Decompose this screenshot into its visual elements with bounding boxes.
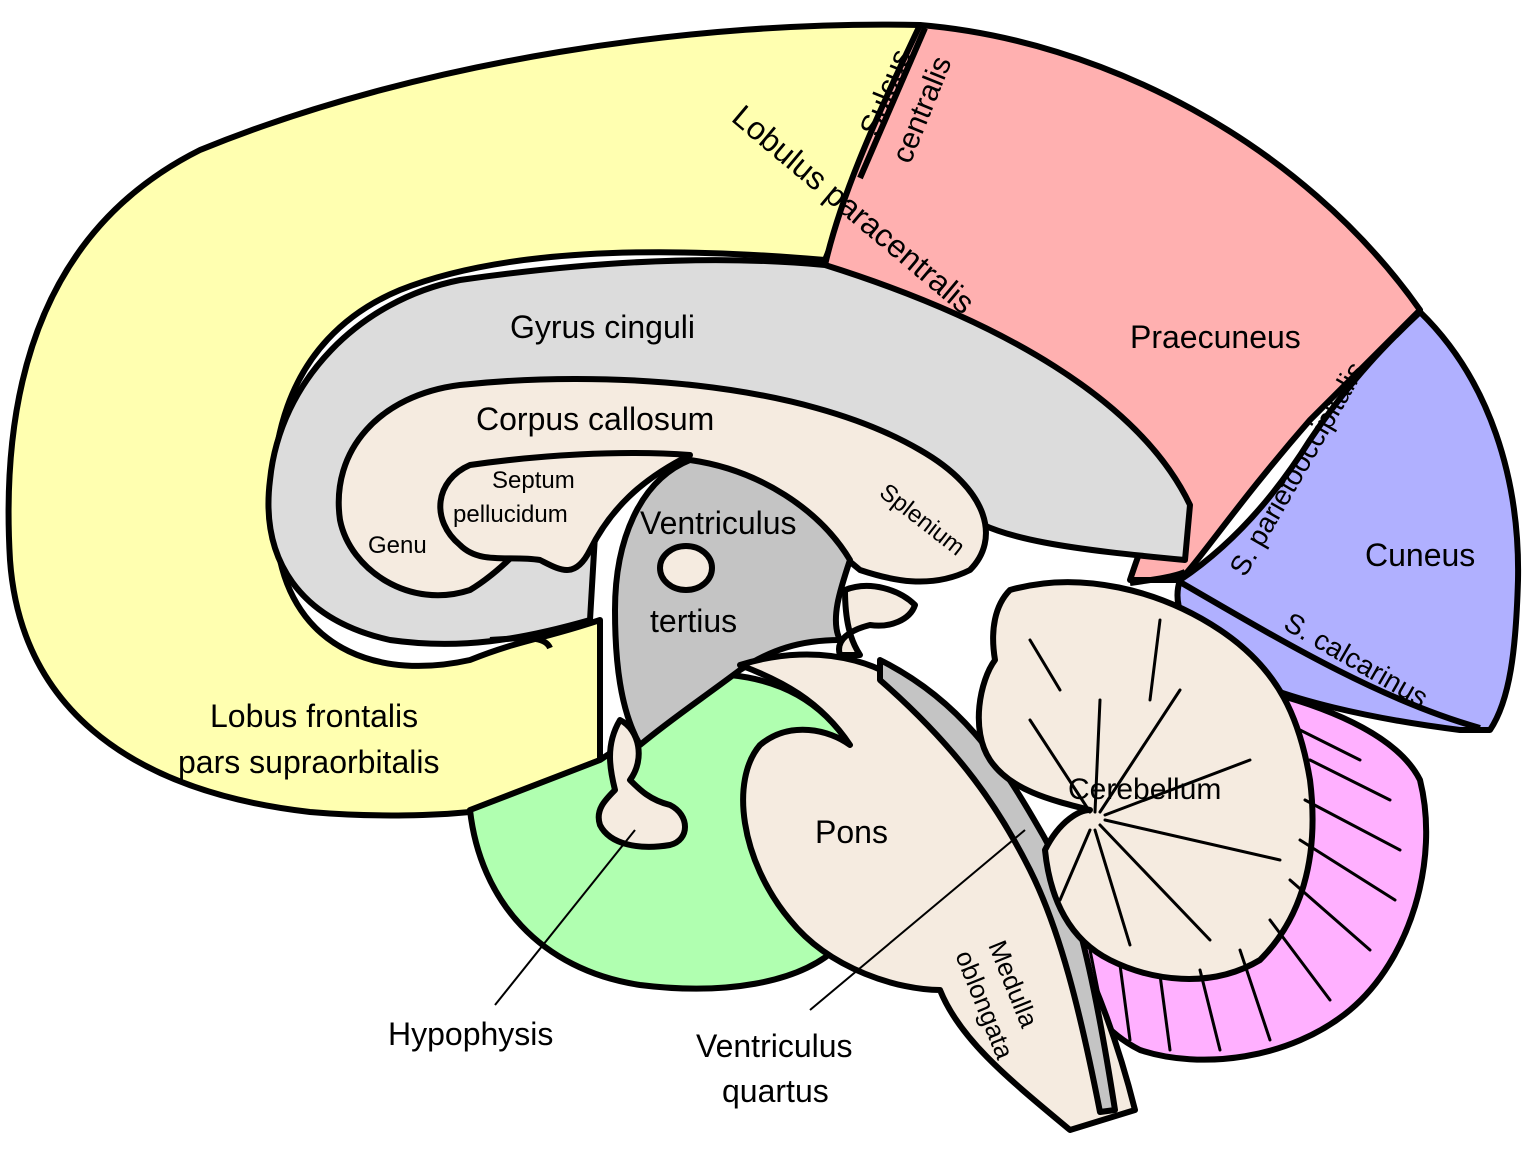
cerebellum-cortex-lines: [1088, 728, 1402, 1052]
region-lobus-frontalis: [5, 21, 923, 819]
cerebellum-folia: [1028, 618, 1282, 947]
label-ventriculus: Ventriculus: [640, 505, 797, 541]
label-pellucidum: pellucidum: [453, 501, 568, 528]
label-cerebellum: Cerebellum: [1068, 773, 1221, 806]
region-septum-pellucidum: [437, 450, 693, 573]
hypophysis-leader: [494, 829, 636, 1006]
region-hypophysis: [595, 717, 688, 850]
label-praecuneus: Praecuneus: [1130, 319, 1301, 355]
label-septum: Septum: [492, 467, 575, 494]
label-ventriculus-quartus-1: Ventriculus: [696, 1028, 853, 1064]
label-corpus-callosum: Corpus callosum: [476, 401, 714, 437]
adhesio-interthalamica: [657, 543, 715, 593]
label-genu: Genu: [368, 532, 427, 559]
sulcus-calcarinus-line: [1178, 579, 1481, 731]
sulcus-centralis-line: [857, 26, 928, 180]
region-ventriculus-tertius: [612, 457, 853, 748]
sulcus-cinguli-end: [1129, 569, 1187, 586]
label-cuneus: Cuneus: [1365, 537, 1475, 573]
label-pars-supraorbitalis: pars supraorbitalis: [178, 744, 439, 780]
ventriculus-quartus-leader: [809, 829, 1026, 1011]
label-tertius: tertius: [650, 603, 737, 639]
label-gyrus-cinguli: Gyrus cinguli: [510, 309, 695, 345]
corpus-pineale: [836, 583, 918, 658]
sulcus-genu-tick: [489, 635, 553, 650]
label-pons: Pons: [815, 814, 888, 850]
label-ventriculus-quartus-2: quartus: [722, 1073, 829, 1109]
label-hypophysis: Hypophysis: [388, 1016, 553, 1052]
label-lobus-frontalis: Lobus frontalis: [210, 698, 418, 734]
